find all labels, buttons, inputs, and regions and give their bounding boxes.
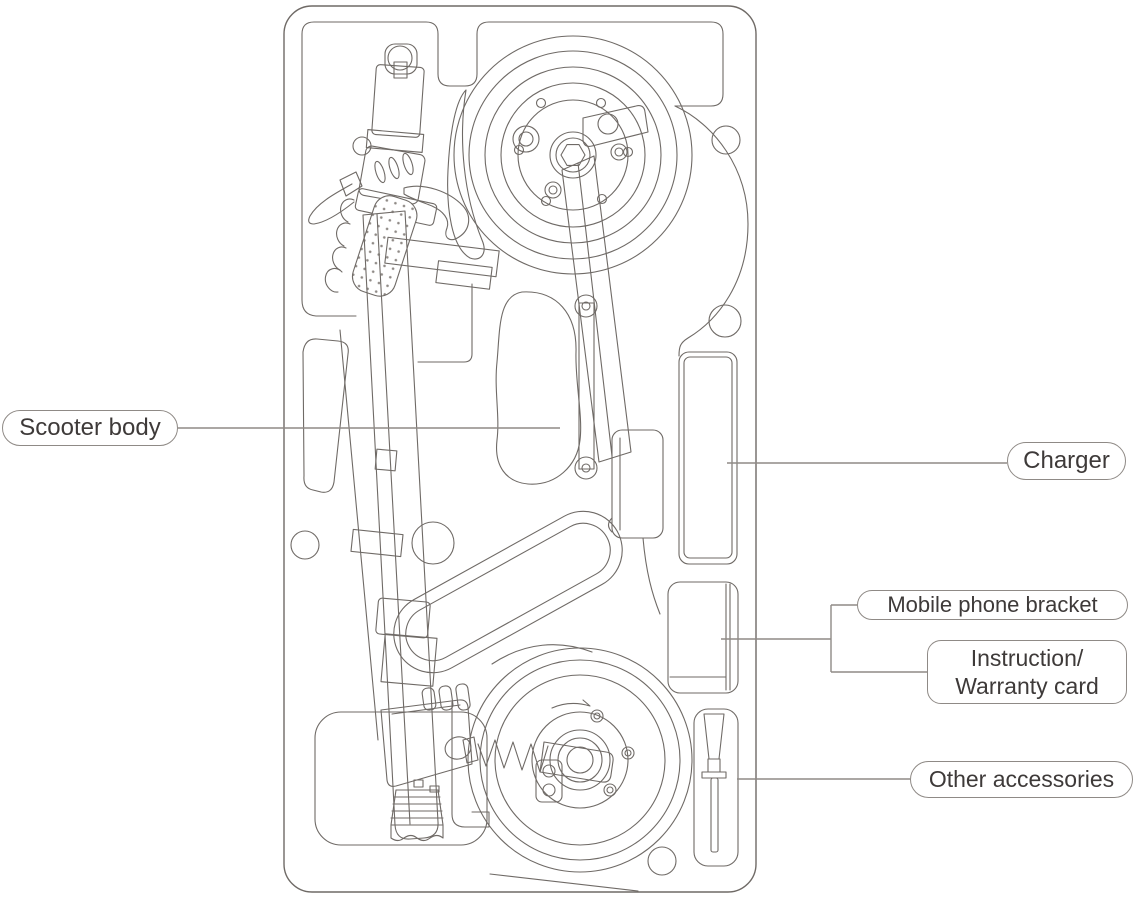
suspension-spring — [444, 736, 614, 783]
front-fork — [561, 155, 664, 539]
charger-compartment — [678, 351, 738, 565]
label-scooter-body: Scooter body — [2, 410, 178, 446]
label-mobile-phone-bracket-text: Mobile phone bracket — [887, 592, 1098, 617]
brake-lever — [308, 171, 363, 225]
label-scooter-body-text: Scooter body — [19, 414, 161, 441]
label-instruction-line1: Instruction/ — [970, 645, 1084, 671]
kidney-cutout — [495, 291, 582, 485]
label-charger: Charger — [1007, 442, 1126, 480]
foam-cutouts — [290, 21, 749, 892]
phone-bracket-leader — [721, 604, 927, 673]
label-mobile-phone-bracket: Mobile phone bracket — [857, 590, 1128, 620]
grip — [324, 195, 418, 297]
label-instruction-line2: Warranty card — [955, 673, 1099, 699]
rear-wheel — [467, 644, 693, 873]
bellows — [390, 779, 444, 842]
kickstand — [380, 683, 490, 828]
folding-hook — [403, 185, 470, 241]
label-instruction-warranty-card: Instruction/ Warranty card — [927, 640, 1127, 704]
packaging-box-outline — [283, 5, 757, 893]
deck — [393, 510, 623, 674]
label-other-accessories: Other accessories — [910, 761, 1133, 798]
front-wheel — [447, 35, 693, 275]
stem — [350, 210, 439, 840]
accessories-compartment — [693, 708, 739, 867]
leader-lines — [178, 427, 1007, 780]
handlebar-head — [352, 43, 438, 226]
phone-bracket-compartment — [667, 581, 739, 694]
label-other-accessories-text: Other accessories — [928, 766, 1115, 792]
cable-item — [701, 713, 727, 853]
folding-strut — [574, 294, 598, 480]
stem-clamp — [384, 236, 500, 290]
label-charger-text: Charger — [1023, 447, 1110, 474]
